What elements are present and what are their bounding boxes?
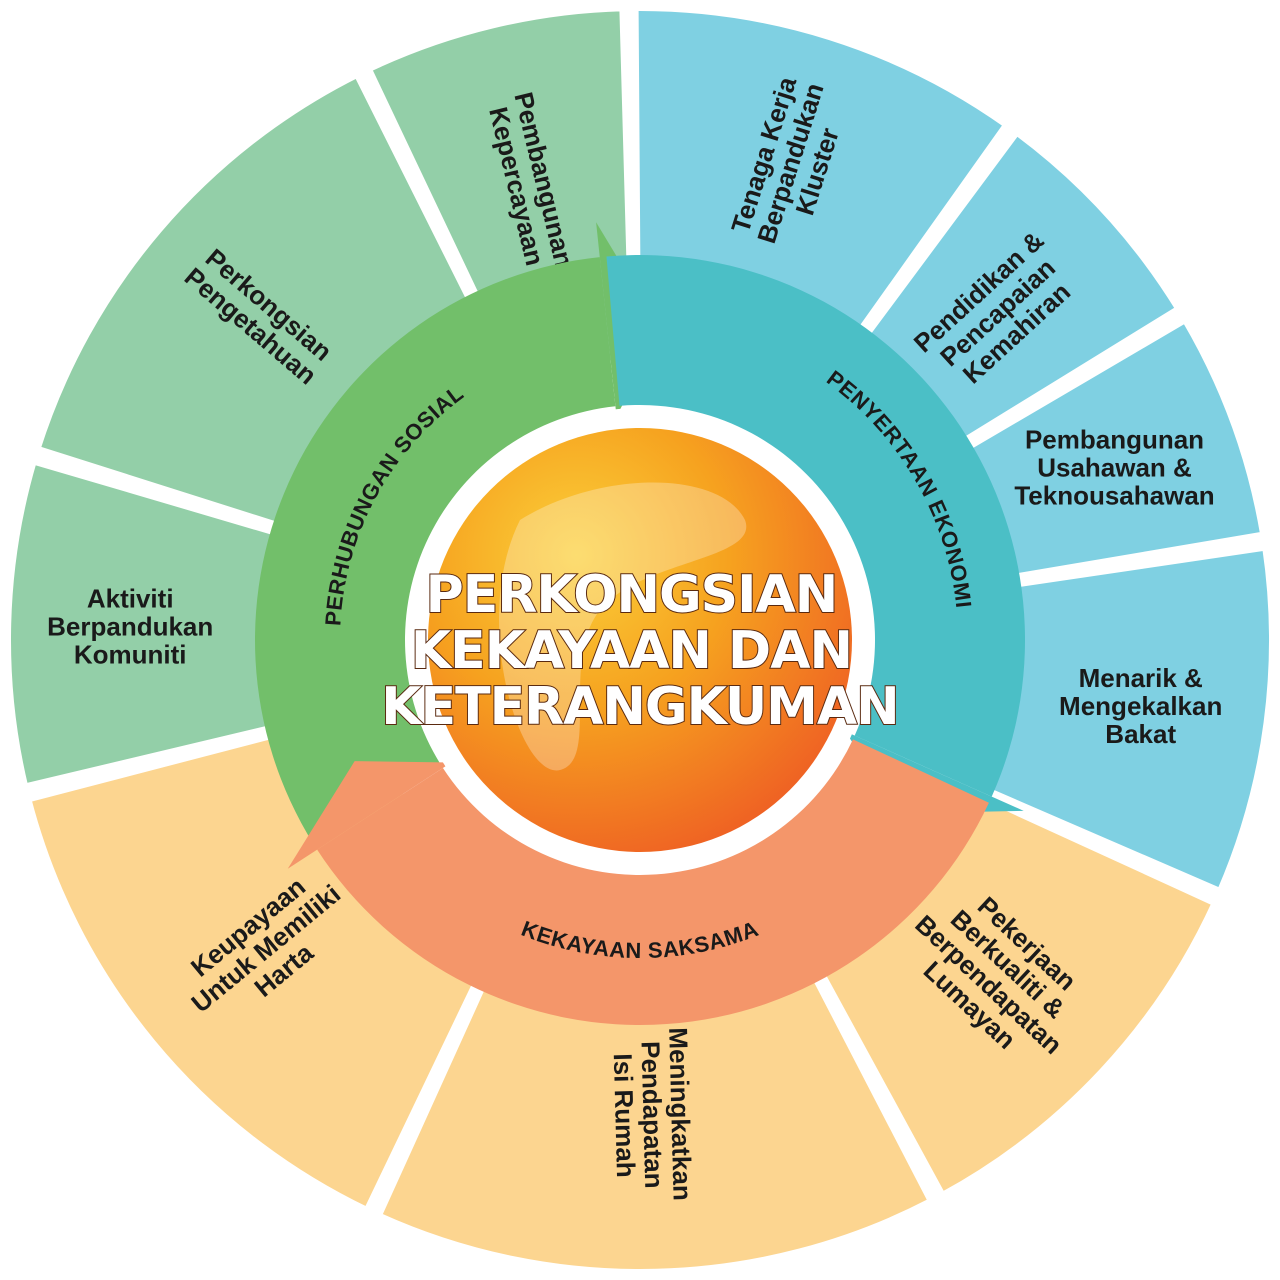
ring-arrow-head: [287, 761, 452, 869]
segment-label-line: Menarik &: [1079, 663, 1203, 693]
segment-label-line: Usahawan &: [1037, 452, 1192, 482]
ring-arc: [317, 739, 989, 1026]
segment-label-line: Isi Rumah: [608, 1053, 641, 1178]
center-hub: PERKONGSIAN KEKAYAAN DAN KETERANGKUMAN: [380, 408, 901, 872]
center-title-line: KETERANGKUMAN: [381, 677, 898, 737]
center-orb: [428, 428, 852, 852]
segment-label-line: Berpandukan: [47, 612, 213, 642]
segment-label-line: Pendapatan: [635, 1041, 669, 1189]
segment-label-line: Teknousahawan: [1014, 480, 1214, 510]
segment-label-line: Pembangunan: [1025, 424, 1204, 454]
ring-arc: [254, 257, 616, 845]
segment-label-line: Meningkatkan: [663, 1027, 698, 1201]
ring-arc: [606, 255, 1025, 797]
middle-ring: [254, 222, 1025, 1026]
center-title-line: KEKAYAAN DAN: [411, 621, 852, 681]
segment-label-line: Bakat: [1105, 719, 1176, 749]
orb-highlight: [499, 482, 747, 771]
segment-label: MeningkatkanPendapatanIsi Rumah: [607, 1027, 698, 1203]
segment-label-line: Aktiviti: [87, 584, 174, 614]
center-title: PERKONGSIAN KEKAYAAN DAN KETERANGKUMAN: [381, 565, 898, 737]
center-title-line: PERKONGSIAN: [426, 565, 838, 625]
segment-label-line: Mengekalkan: [1059, 691, 1222, 721]
segment-label-line: Komuniti: [74, 640, 187, 670]
